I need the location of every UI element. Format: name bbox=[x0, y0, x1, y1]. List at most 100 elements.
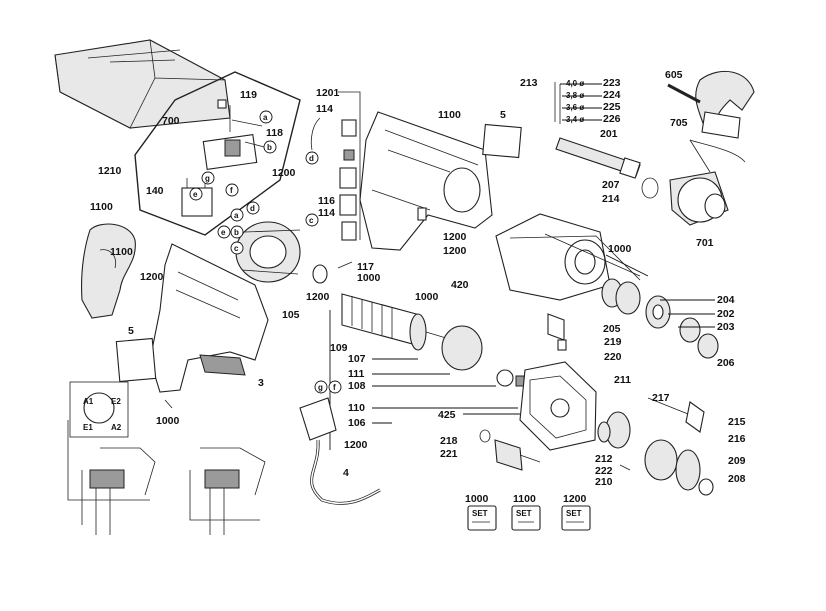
letter-e2: e bbox=[221, 228, 226, 237]
label-214: 214 bbox=[602, 193, 620, 205]
label-140: 140 bbox=[146, 185, 164, 197]
letter-a2: a bbox=[234, 211, 239, 220]
set-badge-1: SET bbox=[472, 509, 488, 518]
label-108: 108 bbox=[348, 380, 366, 392]
label-210: 210 bbox=[595, 476, 613, 488]
brush-assembly bbox=[310, 91, 361, 241]
wiring-diagram-1 bbox=[67, 381, 156, 535]
letter-c2: c bbox=[234, 244, 239, 253]
label-5a: 5 bbox=[128, 325, 134, 337]
label-1100c: 1100 bbox=[438, 109, 461, 121]
wiring-e2: E2 bbox=[111, 397, 121, 406]
gear-case bbox=[519, 361, 597, 451]
label-700: 700 bbox=[162, 115, 180, 127]
wiring-diagram-2 bbox=[189, 447, 266, 535]
letter-f3: f bbox=[333, 383, 336, 392]
label-203: 203 bbox=[717, 321, 735, 333]
label-1000d: 1000 bbox=[608, 243, 632, 255]
motor-housing bbox=[359, 111, 493, 251]
carry-case-700 bbox=[54, 39, 231, 129]
label-221: 221 bbox=[440, 448, 458, 460]
label-107: 107 bbox=[348, 353, 366, 365]
letter-b1: b bbox=[267, 143, 272, 152]
gear-housing bbox=[495, 213, 649, 301]
size-3-8: 3,8 ø bbox=[566, 91, 584, 100]
drill-chuck bbox=[669, 139, 729, 226]
power-cord bbox=[299, 397, 381, 505]
letter-d2: d bbox=[250, 204, 255, 213]
letter-g1: g bbox=[205, 174, 210, 183]
set-label-1200: 1200 bbox=[563, 493, 587, 505]
letter-c3: c bbox=[309, 216, 314, 225]
letter-a1: a bbox=[263, 113, 268, 122]
label-211: 211 bbox=[614, 374, 631, 386]
label-1200d: 1200 bbox=[443, 231, 467, 243]
label-1201: 1201 bbox=[316, 87, 340, 99]
label-117: 117 bbox=[357, 261, 374, 273]
letter-f1: f bbox=[230, 186, 233, 195]
label-109: 109 bbox=[330, 342, 348, 354]
label-114a: 114 bbox=[316, 103, 333, 115]
label-119: 119 bbox=[240, 89, 257, 101]
label-220: 220 bbox=[604, 351, 622, 363]
set-badge-2: SET bbox=[516, 509, 532, 518]
armature-rotor bbox=[341, 293, 525, 387]
letter-b2: b bbox=[234, 228, 239, 237]
label-106: 106 bbox=[348, 417, 366, 429]
size-3-6: 3,6 ø bbox=[566, 103, 584, 112]
letter-d1: d bbox=[309, 154, 314, 163]
label-205: 205 bbox=[603, 323, 621, 335]
set-label-1000: 1000 bbox=[465, 493, 489, 505]
label-209: 209 bbox=[728, 455, 746, 467]
size-3-4: 3,4 ø bbox=[566, 115, 584, 124]
letter-e1: e bbox=[193, 190, 198, 199]
auxiliary-handle bbox=[667, 71, 755, 163]
label-223: 223 bbox=[603, 77, 621, 89]
label-201: 201 bbox=[600, 128, 618, 140]
label-3: 3 bbox=[258, 377, 264, 389]
label-212: 212 bbox=[595, 453, 613, 465]
label-225: 225 bbox=[603, 101, 621, 113]
label-114b: 114 bbox=[318, 207, 335, 219]
label-226: 226 bbox=[603, 113, 621, 125]
label-605: 605 bbox=[665, 69, 683, 81]
label-116: 116 bbox=[318, 195, 335, 207]
label-215: 215 bbox=[728, 416, 746, 428]
label-1200f: 1200 bbox=[344, 439, 368, 451]
label-1210: 1210 bbox=[98, 165, 122, 177]
housing-half bbox=[115, 243, 269, 393]
label-216: 216 bbox=[728, 433, 746, 445]
pinion-shaft bbox=[479, 429, 541, 471]
shift-lever bbox=[547, 313, 567, 351]
label-218: 218 bbox=[440, 435, 458, 447]
label-5b: 5 bbox=[500, 109, 506, 121]
label-118: 118 bbox=[266, 127, 283, 139]
label-213: 213 bbox=[520, 77, 538, 89]
size-4-0: 4,0 ø bbox=[566, 79, 584, 88]
label-208: 208 bbox=[728, 473, 746, 485]
wiring-a1: A1 bbox=[83, 397, 94, 406]
wiring-e1: E1 bbox=[83, 423, 93, 432]
label-1000a: 1000 bbox=[156, 415, 180, 427]
label-4: 4 bbox=[343, 467, 349, 479]
handle-half-left bbox=[81, 223, 136, 319]
label-1000c: 1000 bbox=[415, 291, 439, 303]
label-111: 111 bbox=[348, 368, 365, 380]
set-label-1100: 1100 bbox=[513, 493, 536, 505]
wiring-a2: A2 bbox=[111, 423, 122, 432]
stator-field bbox=[235, 221, 301, 283]
label-425: 425 bbox=[438, 409, 456, 421]
label-222: 222 bbox=[595, 465, 613, 477]
label-701: 701 bbox=[696, 237, 714, 249]
label-1200c: 1200 bbox=[306, 291, 330, 303]
label-1200a: 1200 bbox=[272, 167, 296, 179]
label-1000b: 1000 bbox=[357, 272, 381, 284]
label-105: 105 bbox=[282, 309, 300, 321]
label-202: 202 bbox=[717, 308, 735, 320]
set-badge-3: SET bbox=[566, 509, 582, 518]
letter-g3: g bbox=[318, 383, 323, 392]
label-1200b: 1200 bbox=[140, 271, 164, 283]
label-1100b: 1100 bbox=[110, 246, 133, 258]
